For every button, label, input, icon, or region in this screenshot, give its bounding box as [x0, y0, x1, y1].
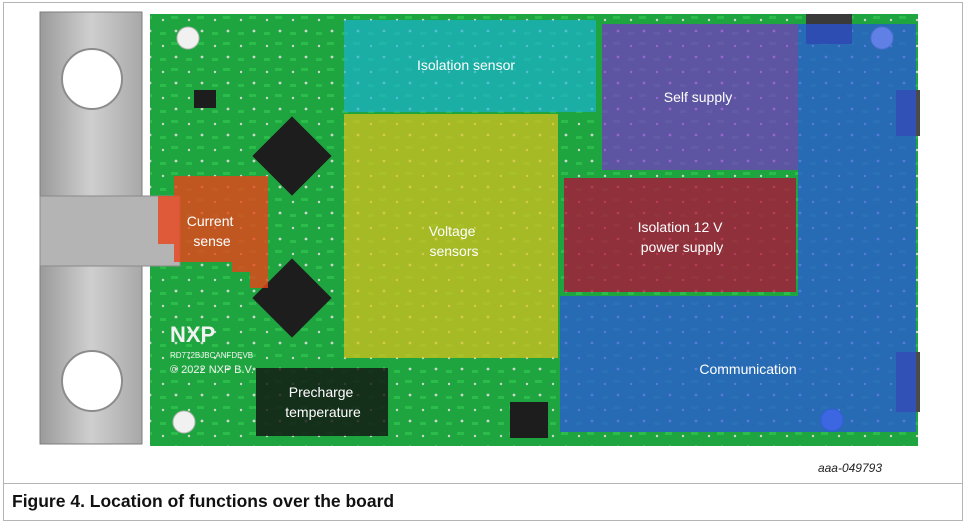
busbar-mount-hole-bottom: [61, 350, 123, 412]
region-voltage-sensors: [344, 114, 558, 358]
label-isolation-12v-line2: power supply: [641, 239, 724, 255]
label-isolation-sensor: Isolation sensor: [417, 57, 515, 73]
figure-caption: Figure 4. Location of functions over the…: [12, 491, 395, 511]
caption-divider: [3, 483, 963, 484]
region-communication: [560, 24, 916, 432]
region-isolation-12v: [564, 178, 796, 292]
figure-reference: aaa-049793: [817, 461, 882, 475]
label-voltage-sensors-line2: sensors: [429, 243, 478, 259]
label-self-supply: Self supply: [664, 89, 732, 105]
label-current-sense-line2: sense: [193, 233, 231, 249]
nxp-logo: NXP: [170, 322, 215, 347]
region-current-sense: [158, 176, 268, 288]
label-precharge-temperature-line1: Precharge: [289, 384, 354, 400]
label-isolation-12v: Isolation 12 V power supply: [638, 219, 727, 255]
region-isolation-sensor: [344, 20, 596, 112]
copyright-silkscreen: © 2022 NXP B.V.: [170, 364, 254, 376]
label-isolation-12v-line1: Isolation 12 V: [638, 219, 723, 235]
label-voltage-sensors: Voltage sensors: [429, 223, 480, 259]
busbar-mount-hole-top: [61, 48, 123, 110]
label-communication: Communication: [699, 361, 796, 377]
part-number-silkscreen: RD772BJBCANFDEVB: [170, 351, 253, 360]
label-precharge-temperature: Precharge temperature: [285, 384, 361, 420]
busbar: [39, 11, 181, 445]
label-voltage-sensors-line1: Voltage: [429, 223, 476, 239]
region-precharge-temperature: [256, 368, 388, 436]
label-precharge-temperature-line2: temperature: [285, 404, 361, 420]
label-current-sense: Current sense: [187, 213, 238, 249]
label-current-sense-line1: Current: [187, 213, 234, 229]
region-self-supply: [602, 24, 798, 170]
ic-chips: [194, 90, 548, 438]
